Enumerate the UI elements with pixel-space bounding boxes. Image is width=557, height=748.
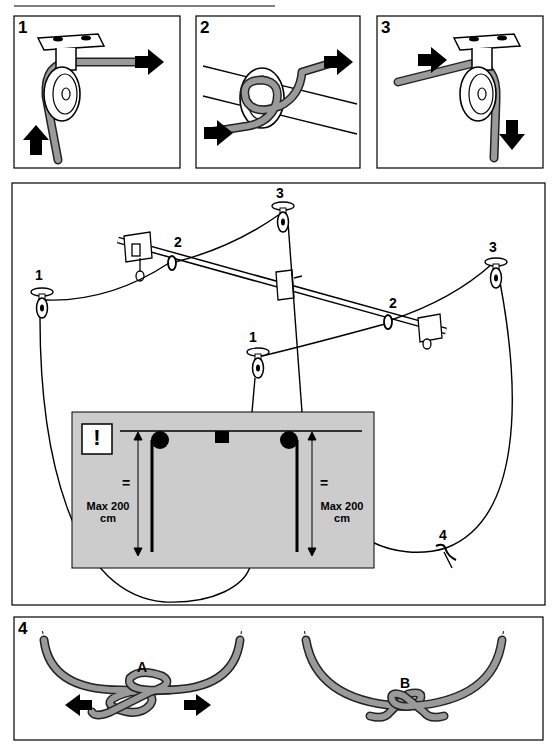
callout-number: 1 <box>32 268 46 283</box>
knot-letter: A <box>134 660 150 675</box>
callout-number: 3 <box>486 240 500 255</box>
callout-number: 1 <box>246 330 260 345</box>
callout-number: 2 <box>171 235 185 250</box>
callout-number: 4 <box>436 528 450 543</box>
dimension-label: Max 200 cm <box>312 500 372 524</box>
step-number: 4 <box>18 620 38 639</box>
warning-sign: ! <box>82 426 112 450</box>
dimension-label: Max 200 cm <box>78 500 138 524</box>
step-number: 2 <box>200 19 220 38</box>
knot-letter: B <box>397 676 413 691</box>
step-number: 1 <box>18 19 38 38</box>
equal-sign: = <box>118 476 134 491</box>
callout-number: 3 <box>273 186 287 201</box>
equal-sign: = <box>316 476 332 491</box>
step-number: 3 <box>381 19 401 38</box>
callout-number: 2 <box>386 296 400 311</box>
